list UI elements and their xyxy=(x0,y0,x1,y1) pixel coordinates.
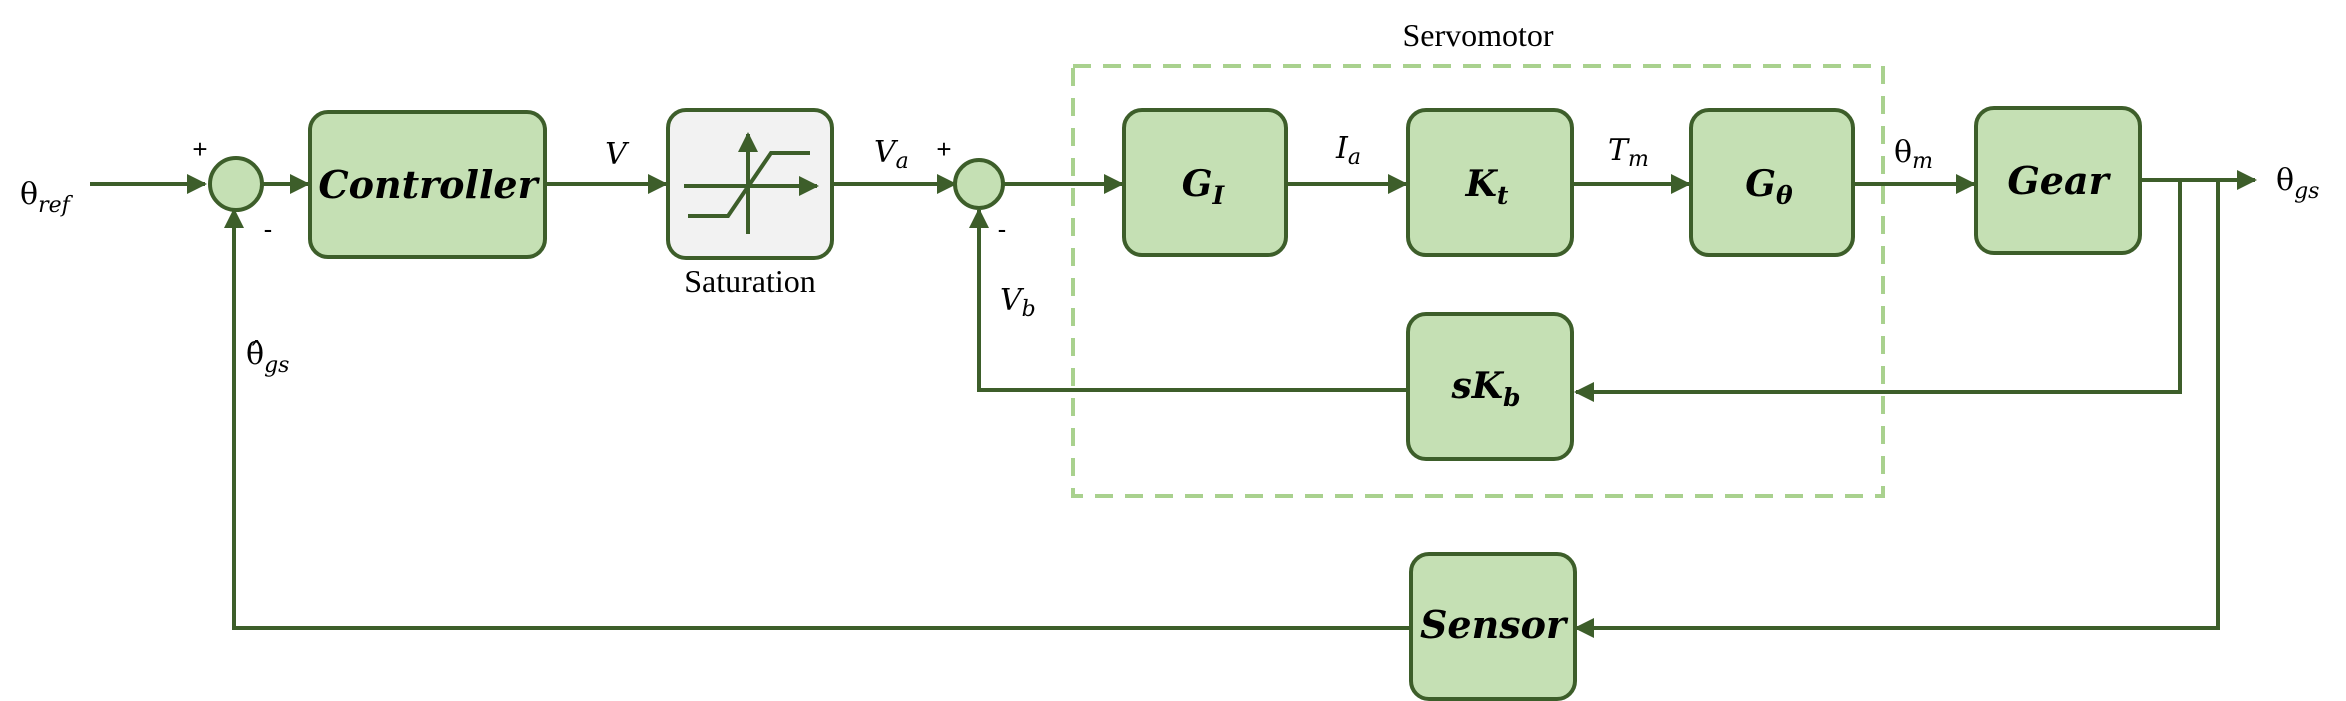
va-label: Va xyxy=(874,135,909,174)
summing-junction-2 xyxy=(953,158,1005,210)
wire-tap-to-sensor xyxy=(1574,180,2220,638)
summing-junction-1 xyxy=(208,156,264,212)
sensor-label: Sensor xyxy=(1420,602,1569,647)
wire-sensor-to-sum1 xyxy=(224,208,1411,630)
saturation-caption: Saturation xyxy=(684,263,816,299)
kt-block: Kt xyxy=(1406,108,1574,257)
sum2-minus-sign: - xyxy=(998,214,1007,244)
servomotor-title: Servomotor xyxy=(1402,17,1553,53)
tm-label: Tm xyxy=(1608,133,1649,172)
kt-label: Kt xyxy=(1465,163,1509,210)
wire-skb-to-sum2 xyxy=(969,208,1408,392)
gtheta-block: Gθ xyxy=(1689,108,1855,257)
theta-ref-label: θref xyxy=(20,177,74,218)
theta-hat-label: θ̂gs xyxy=(246,337,289,378)
skb-block: sKb xyxy=(1406,312,1574,461)
sensor-block: Sensor xyxy=(1409,552,1577,701)
gi-label: GI xyxy=(1182,163,1226,210)
saturation-curve-icon xyxy=(684,132,819,234)
theta-gs-label: θgs xyxy=(2276,163,2319,204)
skb-label: sKb xyxy=(1450,365,1520,412)
sum1-minus-sign: - xyxy=(264,214,273,244)
v-label: V xyxy=(605,137,630,172)
gtheta-label: Gθ xyxy=(1745,163,1793,210)
vb-label: Vb xyxy=(1000,283,1036,322)
saturation-block: Saturation xyxy=(666,108,834,299)
sum1-plus-sign: + xyxy=(192,134,207,164)
controller-block: Controller xyxy=(308,110,547,259)
ia-label: Ia xyxy=(1335,131,1361,170)
theta-m-label: θm xyxy=(1894,135,1933,174)
gear-label: Gear xyxy=(2007,158,2111,203)
wire-tap-to-skb xyxy=(1574,180,2182,402)
sum2-plus-sign: + xyxy=(936,134,951,164)
controller-label: Controller xyxy=(318,162,540,207)
gi-block: GI xyxy=(1122,108,1288,257)
servomotor-frame xyxy=(1071,64,1885,498)
gear-block: Gear xyxy=(1974,106,2142,255)
